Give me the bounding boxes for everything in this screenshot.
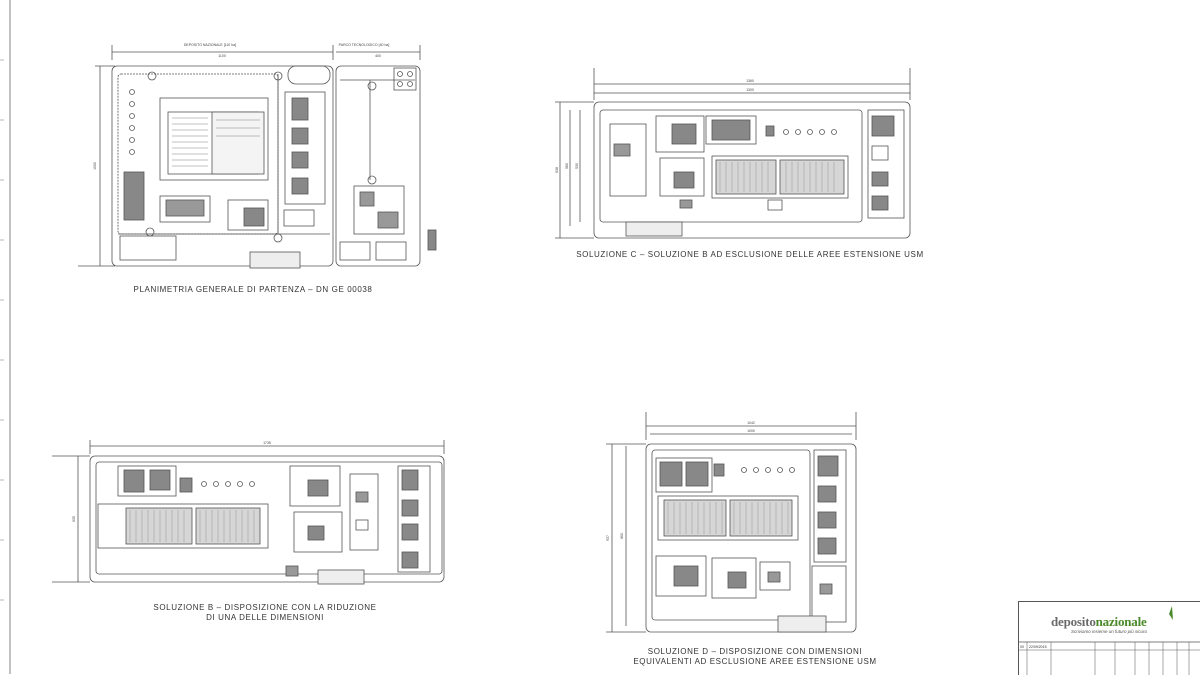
solution-c-dim-outer: 1360 [746,79,754,83]
brand-logo: depositonazionale [1051,614,1147,630]
solution-b-hatching [129,510,255,542]
solution-c-dim-height-outer: 638 [555,167,559,173]
solution-c-plan [555,68,911,239]
date-cell: 22/09/2015 [1029,645,1047,649]
solution-d-dim-inner: 1000 [747,429,755,433]
solution-d-dim-outer: 1042 [747,421,755,425]
rev-cell: 00 [1020,645,1024,649]
base-plan [78,45,437,269]
logo-part1: deposito [1051,614,1096,629]
base-plan-label-right: PARCO TECNOLOGICO [40 ha] [339,43,390,47]
solution-b-caption-line2: DI UNA DELLE DIMENSIONI [206,613,324,622]
solution-d-plan [606,412,857,633]
solution-c-dim-inner: 1300 [746,88,754,92]
logo-part2: nazionale [1095,614,1147,629]
solution-d-caption-line2: EQUIVALENTI AD ESCLUSIONE AREE ESTENSION… [633,657,877,666]
solution-c-dim-height-inner: 530 [575,163,579,169]
logo-tagline: Scriviamo insieme un futuro più sicuro [1071,629,1148,634]
base-plan-hatching [172,117,260,167]
base-plan-dim-height: 1000 [93,162,97,170]
solution-b-caption-line1: SOLUZIONE B – DISPOSIZIONE CON LA RIDUZI… [153,603,377,612]
solution-c-dim-height-mid: 580 [565,163,569,169]
base-plan-caption: PLANIMETRIA GENERALE DI PARTENZA – DN GE… [133,285,373,294]
solution-c-hatching [719,162,835,192]
solution-b-dim-width: 1735 [263,441,271,445]
border-ticks [0,59,4,601]
logo-leaf-icon [1169,606,1173,620]
base-plan-dim-left: 1100 [218,54,226,58]
title-block: depositonazionale Scriviamo insieme un f… [1018,601,1200,675]
solution-d-caption-line1: SOLUZIONE D – DISPOSIZIONE CON DIMENSION… [647,647,863,656]
solution-d-dim-height-inner: 860 [620,533,624,539]
solution-d-dim-height-outer: 937 [606,535,610,541]
title-block-grid [1019,606,1200,675]
solution-d-hatching [667,502,789,534]
solution-b-plan [52,440,445,585]
base-plan-dim-right: 400 [375,54,381,58]
solution-c-caption: SOLUZIONE C – SOLUZIONE B AD ESCLUSIONE … [576,250,924,259]
solution-b-dim-height: 635 [72,516,76,522]
base-plan-label-left: DEPOSITO NAZIONALE [110 ha] [184,43,236,47]
